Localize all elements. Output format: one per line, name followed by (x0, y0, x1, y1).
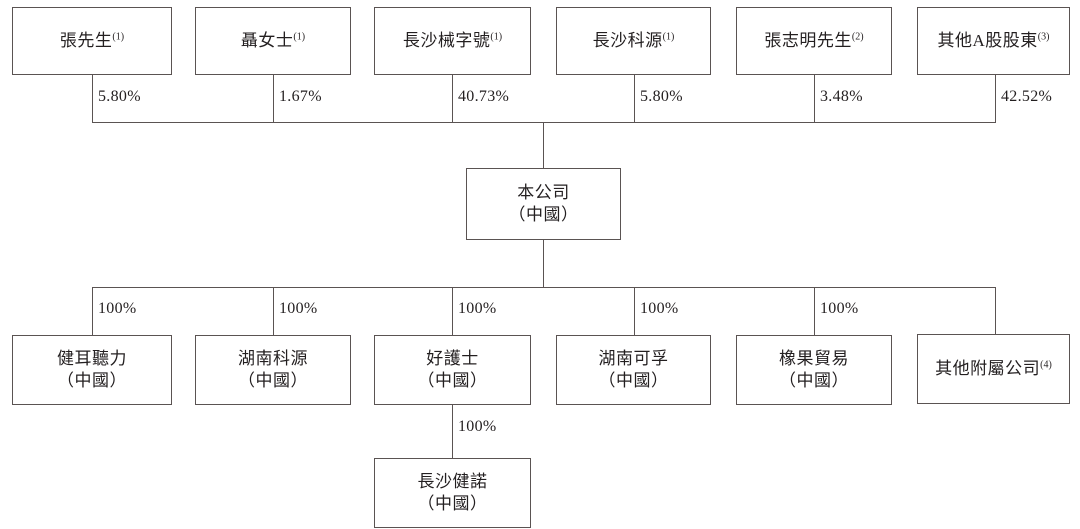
footnote-marker: (1) (293, 31, 306, 43)
connector-haohushi-to-changsha-jiannuo (452, 405, 453, 458)
subsidiary-box-5: 橡果貿易 （中國） (736, 335, 892, 405)
footnote-marker: (3) (1037, 31, 1050, 43)
company-name: 本公司 (517, 182, 570, 202)
percent-label-subsidiary-4: 100% (640, 300, 679, 317)
subsidiary-name: 其他附屬公司 (935, 358, 1041, 378)
percent-label-shareholder-4: 5.80% (640, 88, 683, 105)
subsidiary-name: 橡果貿易 (779, 348, 849, 368)
subsidiary-box-4: 湖南可孚 （中國） (556, 335, 711, 405)
subsidiary-jurisdiction: （中國） (57, 371, 127, 390)
footnote-marker: (2) (851, 31, 864, 43)
connector-subsidiary-4 (634, 287, 635, 335)
subsidiary-jurisdiction: （中國） (417, 371, 488, 390)
subsidiary-name: 湖南可孚 (598, 348, 669, 368)
connector-subsidiary-1 (92, 287, 93, 335)
footnote-marker: (1) (112, 31, 125, 43)
connector-bus-to-company (543, 122, 544, 168)
connector-subsidiary-5 (814, 287, 815, 335)
subsidiary-box-2: 湖南科源 （中國） (195, 335, 351, 405)
subsidiary-name: 湖南科源 (238, 348, 308, 368)
shareholder-name: 聶女士 (240, 30, 294, 50)
subsidiary-box-6: 其他附屬公司(4) (917, 334, 1070, 404)
connector-shareholder-3 (452, 75, 453, 122)
connector-shareholder-5 (814, 75, 815, 122)
connector-subsidiary-3 (452, 287, 453, 335)
percent-label-subsidiary-2: 100% (279, 300, 318, 317)
shareholder-name: 其他A股股東 (937, 30, 1038, 50)
percent-label-shareholder-1: 5.80% (98, 88, 141, 105)
subsidiary-jurisdiction: （中國） (598, 371, 669, 390)
sub-subsidiary-jurisdiction: （中國） (417, 494, 488, 513)
connector-shareholder-4 (634, 75, 635, 122)
shareholder-box-5: 張志明先生(2) (736, 7, 892, 75)
connector-shareholder-6 (995, 75, 996, 122)
shareholder-box-6: 其他A股股東(3) (917, 7, 1070, 75)
connector-subsidiary-6 (995, 287, 996, 334)
subsidiary-bus-line (92, 287, 996, 288)
connector-shareholder-2 (273, 75, 274, 122)
connector-shareholder-1 (92, 75, 93, 122)
shareholder-name: 張志明先生 (764, 30, 852, 50)
subsidiary-jurisdiction: （中國） (238, 371, 308, 390)
footnote-marker: (1) (662, 31, 675, 43)
connector-subsidiary-2 (273, 287, 274, 335)
company-box: 本公司 （中國） (466, 168, 621, 240)
subsidiary-box-3: 好護士 （中國） (374, 335, 531, 405)
shareholder-name: 長沙械字號 (402, 30, 491, 50)
percent-label-sub-subsidiary: 100% (458, 418, 497, 435)
footnote-marker: (4) (1040, 359, 1052, 371)
sub-subsidiary-box: 長沙健諾 （中國） (374, 458, 531, 528)
percent-label-subsidiary-5: 100% (820, 300, 859, 317)
sub-subsidiary-name: 長沙健諾 (417, 471, 488, 491)
percent-label-subsidiary-1: 100% (98, 300, 137, 317)
connector-company-to-bus (543, 240, 544, 287)
subsidiary-name: 好護士 (426, 348, 479, 368)
shareholder-box-1: 張先生(1) (12, 7, 172, 75)
percent-label-shareholder-6: 42.52% (1001, 88, 1053, 105)
percent-label-subsidiary-3: 100% (458, 300, 497, 317)
percent-label-shareholder-2: 1.67% (279, 88, 322, 105)
subsidiary-jurisdiction: （中國） (779, 371, 849, 390)
percent-label-shareholder-5: 3.48% (820, 88, 863, 105)
subsidiary-name: 健耳聽力 (57, 348, 127, 368)
shareholder-name: 長沙科源 (592, 30, 663, 50)
percent-label-shareholder-3: 40.73% (458, 88, 510, 105)
shareholder-box-4: 長沙科源(1) (556, 7, 711, 75)
shareholder-bus-line (92, 122, 996, 123)
shareholder-name: 張先生 (59, 30, 113, 50)
shareholder-box-3: 長沙械字號(1) (374, 7, 531, 75)
footnote-marker: (1) (490, 31, 503, 43)
subsidiary-box-1: 健耳聽力 （中國） (12, 335, 172, 405)
shareholder-box-2: 聶女士(1) (195, 7, 351, 75)
company-jurisdiction: （中國） (508, 205, 579, 224)
